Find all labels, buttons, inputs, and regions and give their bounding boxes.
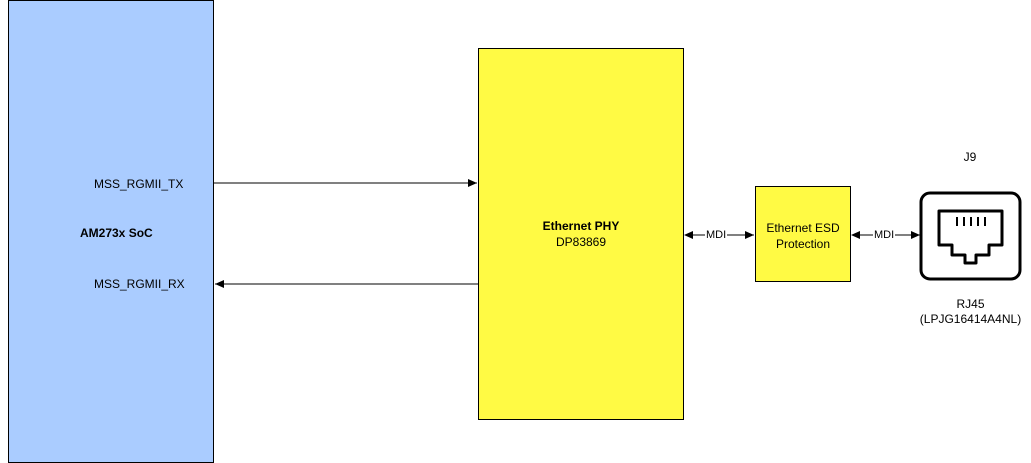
connector-name: RJ45 (956, 297, 985, 311)
soc-tx-label: MSS_RGMII_TX (94, 177, 184, 191)
phy-part: DP83869 (555, 235, 607, 249)
soc-name: AM273x SoC (80, 226, 153, 240)
soc-block (8, 0, 214, 463)
connector-part: (LPJG16414A4NL) (919, 312, 1022, 326)
phy-title: Ethernet PHY (542, 219, 620, 233)
esd-label-line1: Ethernet ESD (766, 221, 840, 235)
esd-label-line2: Protection (775, 237, 831, 251)
mdi-label-left: MDI (705, 229, 728, 242)
ethernet-phy-block (478, 48, 684, 420)
rj45-jack-icon (919, 191, 1022, 281)
soc-rx-label: MSS_RGMII_RX (94, 277, 185, 291)
mdi-label-right: MDI (873, 229, 896, 242)
connector-designator: J9 (963, 150, 977, 164)
esd-protection-block (755, 186, 851, 282)
